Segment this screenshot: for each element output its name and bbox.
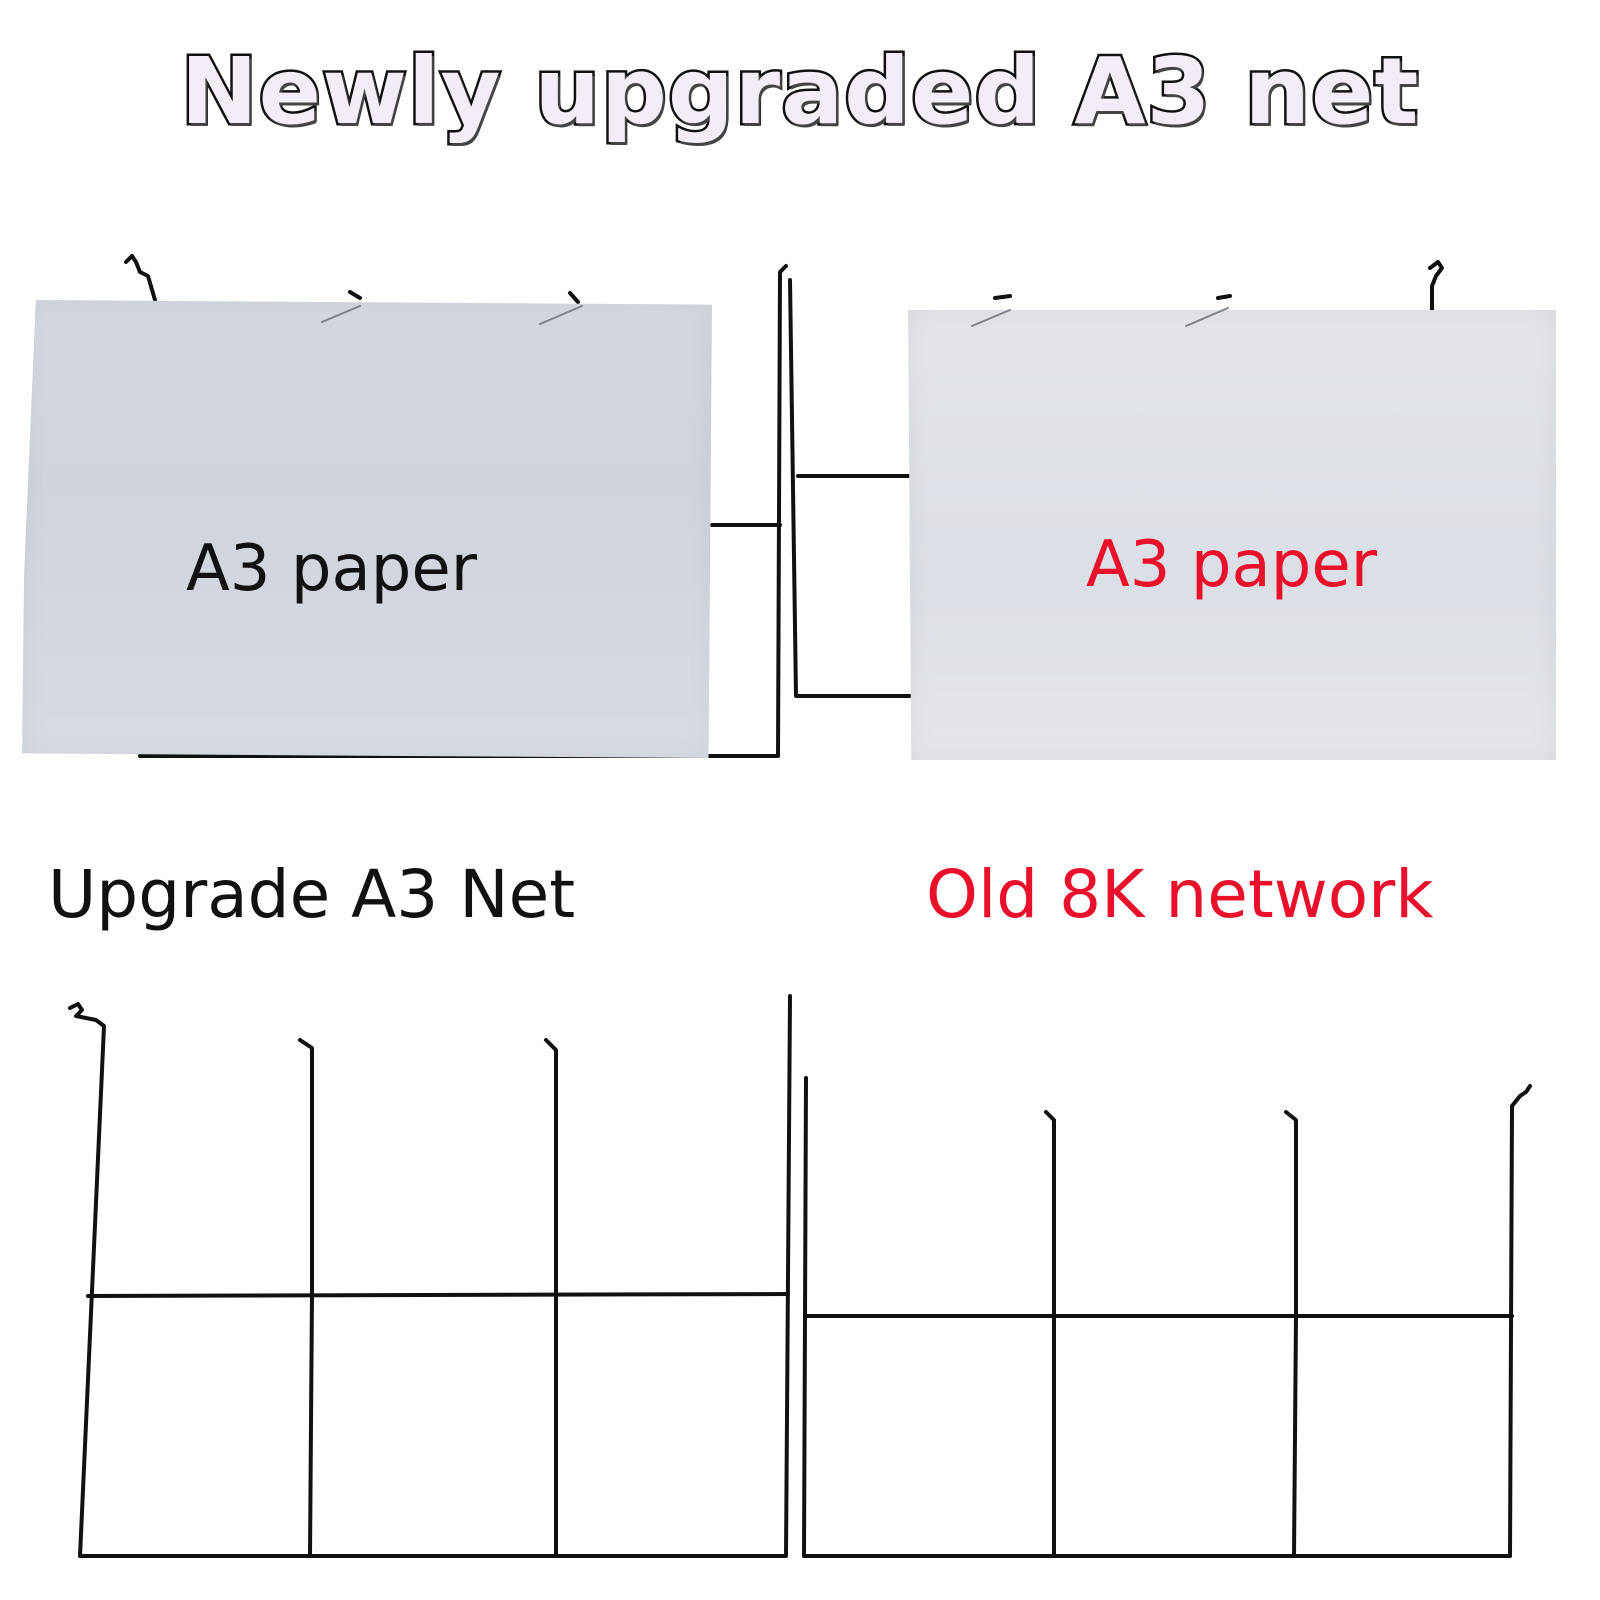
right-rack-frame — [788, 278, 912, 698]
old-grid-divider-1 — [1044, 1110, 1056, 1558]
upgrade-grid-outer-frame — [68, 994, 792, 1558]
right-rack-hook-3 — [1428, 260, 1444, 312]
headline: Newly upgraded A3 net — [178, 36, 1421, 148]
right-wire-shadow-1 — [971, 309, 1011, 327]
a3-paper-sheet-left — [22, 300, 712, 758]
old-8k-grid — [802, 1076, 1532, 1558]
old-grid-outer-frame — [802, 1076, 1532, 1558]
left-wire-shadow-2 — [539, 305, 583, 325]
left-paper-label: A3 paper — [186, 532, 477, 606]
left-rack-hook-1 — [124, 254, 157, 302]
left-wire-shadow-1 — [321, 305, 361, 323]
left-rack-hook-3 — [568, 291, 580, 304]
upgrade-grid-crossbar — [86, 1292, 790, 1298]
upgrade-net-label: Upgrade A3 Net — [48, 856, 576, 933]
right-rack-hook-1 — [993, 294, 1012, 300]
upgrade-grid-divider-1 — [298, 1038, 314, 1558]
old-grid-divider-2 — [1284, 1110, 1298, 1558]
right-rack-hook-2 — [1216, 294, 1232, 300]
a3-paper-sheet-right — [908, 310, 1556, 760]
right-paper-label: A3 paper — [1086, 528, 1377, 602]
left-rack-hook-2 — [348, 290, 362, 300]
upgrade-a3-grid — [68, 994, 792, 1558]
upgrade-grid-divider-2 — [544, 1038, 558, 1558]
right-wire-shadow-2 — [1185, 307, 1229, 327]
old-network-label: Old 8K network — [926, 856, 1434, 933]
